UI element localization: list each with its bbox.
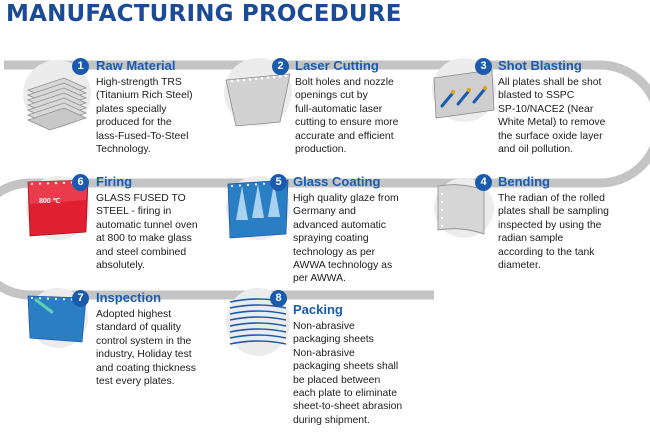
step-number-badge-3: 3 xyxy=(475,58,492,75)
step-description-bending: The radian of the rolled plates shall be… xyxy=(498,193,609,272)
step-description-inspection: Adopted highest standard of quality cont… xyxy=(96,309,196,388)
step-number-badge-4: 4 xyxy=(475,174,492,191)
step-description-laser-cutting: Bolt holes and nozzle openings cut by fu… xyxy=(295,77,399,156)
bent-plate-icon xyxy=(434,178,494,238)
step-title-bending: Bending xyxy=(498,174,550,189)
step-description-firing: GLASS FUSED TO STEEL - firing in automat… xyxy=(96,193,198,272)
firing-temperature-label: 800 ℃ xyxy=(39,198,61,205)
step-number-badge-2: 2 xyxy=(272,58,289,75)
step-description-raw-material: High-strength TRS (Titanium Rich Steel) … xyxy=(96,77,193,156)
step-number-badge-6: 6 xyxy=(72,174,89,191)
track-row-1 xyxy=(0,60,650,300)
step-description-packing: Non-abrasive packaging sheets Non-abrasi… xyxy=(293,321,403,426)
step-title-laser-cutting: Laser Cutting xyxy=(295,58,379,73)
step-number-badge-1: 1 xyxy=(72,58,89,75)
spray-coating-icon xyxy=(226,176,290,240)
plate-stack-icon xyxy=(23,60,91,131)
step-title-inspection: Inspection xyxy=(96,290,162,305)
step-title-firing: Firing xyxy=(96,174,133,189)
step-description-shot-blasting: All plates shall be shot blasted to SSPC… xyxy=(498,77,606,156)
step-title-shot-blasting: Shot Blasting xyxy=(498,58,582,73)
step-number-badge-7: 7 xyxy=(72,290,89,307)
step-number-badge-8: 8 xyxy=(270,290,287,307)
step-title-raw-material: Raw Material xyxy=(96,58,176,73)
step-title-glass-coating: Glass Coating xyxy=(293,174,381,189)
step-title-packing: Packing xyxy=(293,302,343,317)
step-description-glass-coating: High quality glaze from Germany and adva… xyxy=(293,193,399,285)
firing-plate-icon xyxy=(26,176,90,240)
step-number-badge-5: 5 xyxy=(270,174,287,191)
perforated-plate-icon xyxy=(224,58,292,127)
page-title: MANUFACTURING PROCEDURE xyxy=(6,1,402,27)
